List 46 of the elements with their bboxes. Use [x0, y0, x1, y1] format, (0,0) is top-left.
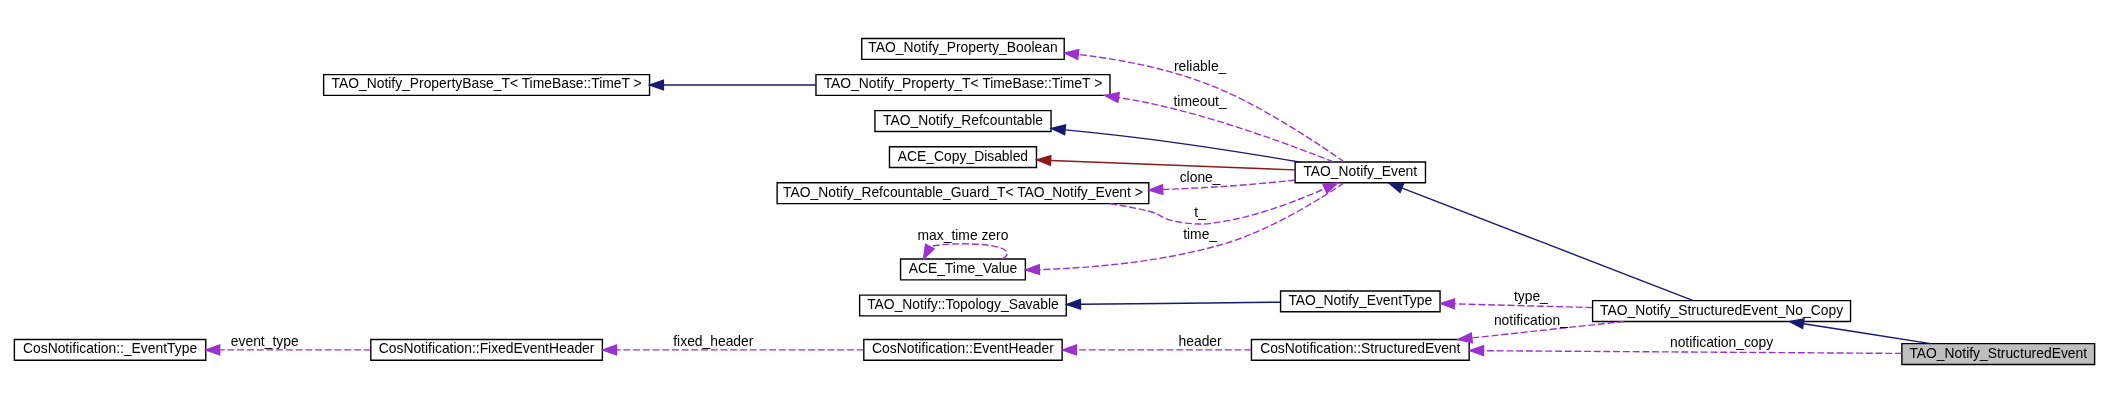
- arrow: [1023, 182, 1345, 276]
- node-box: TAO_Notify_EventType: [1279, 290, 1441, 313]
- arrow: [1062, 48, 1345, 163]
- arrow: [203, 344, 372, 356]
- arrow: [600, 344, 865, 356]
- edge-label: notification_: [1493, 311, 1568, 328]
- arrow: [1146, 179, 1296, 196]
- edge-label: reliable_: [1173, 58, 1227, 75]
- node-box: CosNotification::StructuredEvent: [1250, 338, 1470, 361]
- node-box: TAO_Notify_Refcountable_Guard_T< TAO_Notify_Event >: [776, 182, 1150, 205]
- arrow: [1467, 344, 1903, 357]
- arrow: [1455, 320, 1625, 344]
- node-box: TAO_Notify_StructuredEvent_No_Copy: [1591, 299, 1852, 323]
- node-box: TAO_Notify_Property_Boolean: [861, 37, 1065, 61]
- edge-label: event_type: [230, 332, 299, 349]
- arrow: [1109, 182, 1340, 225]
- edge-label: notification_copy: [1669, 334, 1774, 351]
- node-box: TAO_Notify_Property_T< TimeBase::TimeT >: [815, 73, 1111, 97]
- node-box: TAO_Notify_StructuredEvent: [1901, 342, 2096, 366]
- edge-label: header: [1178, 332, 1222, 349]
- edge-label: t_: [1194, 203, 1206, 220]
- arrow: [1386, 182, 1694, 302]
- arrow: [1787, 318, 1932, 345]
- node-box: TAO_Notify_Refcountable: [874, 109, 1052, 133]
- node-box: TAO_Notify_Event: [1294, 161, 1427, 184]
- node-box: ACE_Time_Value: [899, 258, 1027, 281]
- arrow: [1034, 154, 1296, 171]
- node-box: TAO_Notify::Topology_Savable: [858, 294, 1067, 317]
- arrow: [1102, 91, 1335, 163]
- edge-label: clone_: [1179, 169, 1221, 186]
- edge-label: timeout_: [1173, 92, 1227, 109]
- node-box: CosNotification::FixedEventHeader: [370, 338, 604, 361]
- node-box: CosNotification::_EventType: [13, 338, 207, 361]
- arrow: [1438, 298, 1593, 310]
- node-box: TAO_Notify_PropertyBase_T< TimeBase::TimeT >: [322, 73, 651, 97]
- node-box: ACE_Copy_Disabled: [888, 146, 1038, 169]
- arrow: [1064, 298, 1282, 311]
- edge-label: max_time zero: [917, 226, 1009, 243]
- edge-label: type_: [1513, 288, 1548, 305]
- arrow: [922, 243, 1008, 261]
- node-box: CosNotification::EventHeader: [863, 338, 1063, 361]
- arrow: [647, 79, 817, 91]
- arrow: [1060, 344, 1252, 356]
- arrow: [1049, 124, 1300, 163]
- edge-label: fixed_header: [673, 332, 754, 349]
- edge-label: time_: [1183, 225, 1218, 242]
